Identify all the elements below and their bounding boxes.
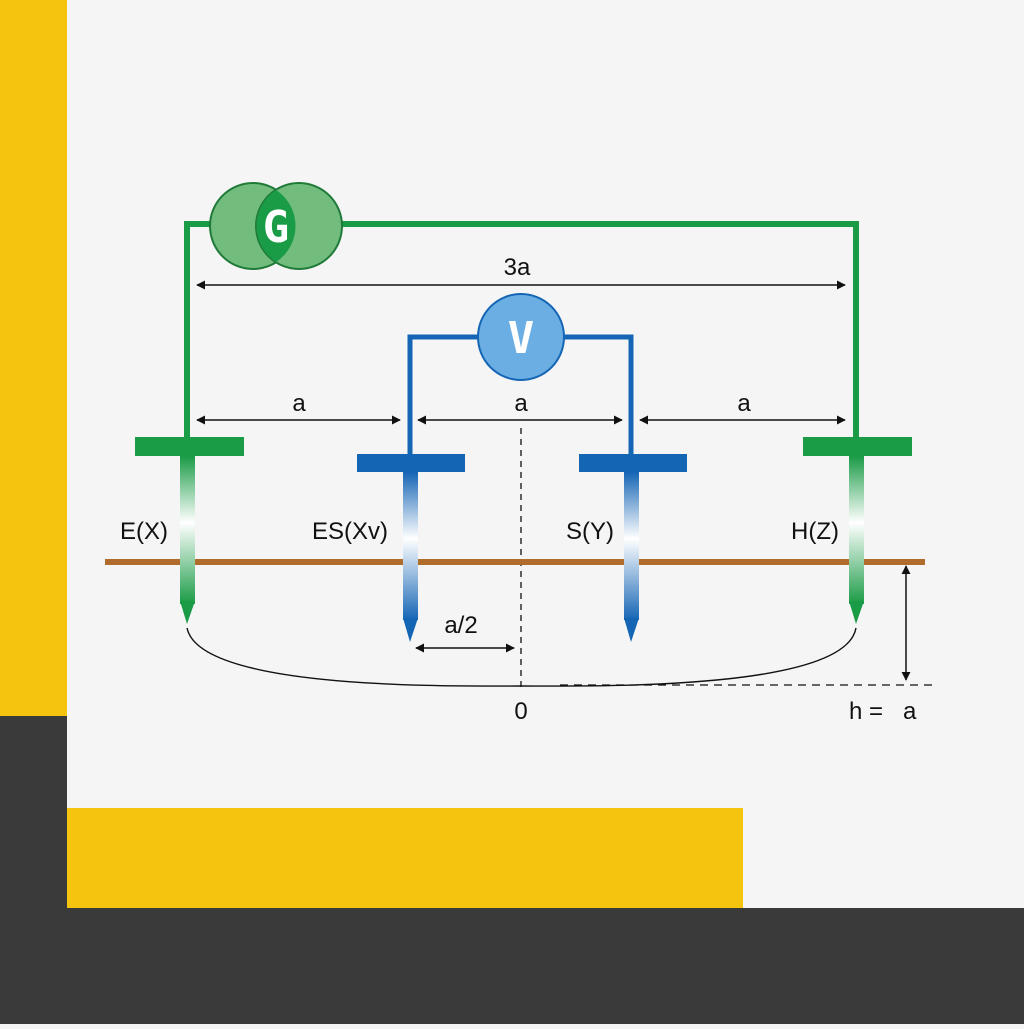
electrode-e-x	[135, 437, 244, 624]
electrode-label-s-y: S(Y)	[566, 518, 614, 545]
dimension-a-middle-label: a	[514, 390, 528, 417]
electrode-label-es-xv: ES(Xv)	[312, 518, 388, 545]
origin-label: 0	[514, 698, 527, 725]
voltmeter-letter: V	[508, 313, 535, 364]
dimension-a-right-label: a	[737, 390, 751, 417]
voltmeter-icon: V	[477, 293, 565, 381]
dimension-3a-label: 3a	[504, 254, 531, 281]
yellow-bottom-bar	[67, 808, 743, 909]
depth-label-a: a	[903, 698, 917, 725]
current-flow-arc	[186, 627, 857, 687]
electrode-label-h-z: H(Z)	[791, 518, 839, 545]
generator-icon: G	[209, 182, 343, 270]
yellow-side-bar	[0, 0, 67, 720]
depth-label-h: h =	[849, 698, 883, 725]
dark-bottom-bar	[67, 908, 1024, 1024]
electrode-es-xv	[357, 454, 465, 642]
dark-corner-block	[0, 716, 67, 1024]
electrode-s-y	[579, 454, 687, 642]
dimension-a-left-label: a	[292, 390, 306, 417]
dimension-half-a-label: a/2	[444, 612, 477, 639]
electrode-h-z	[803, 437, 912, 624]
electrode-label-e-x: E(X)	[120, 518, 168, 545]
current-wire	[184, 221, 859, 437]
generator-letter: G	[263, 202, 290, 253]
